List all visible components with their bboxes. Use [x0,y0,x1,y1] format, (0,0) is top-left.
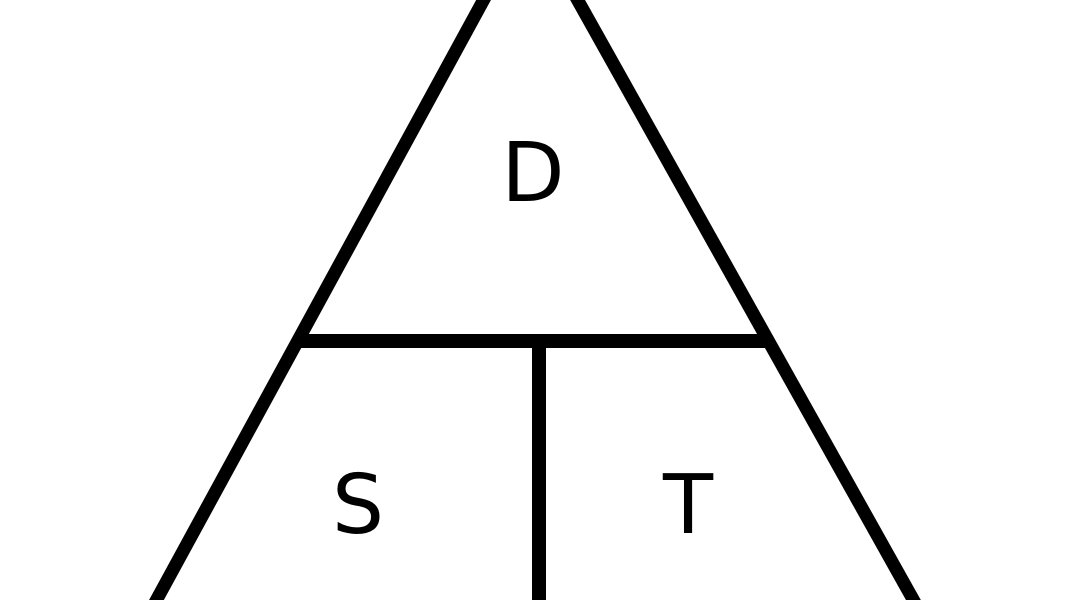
top-label: D [501,126,564,221]
triangle-right-side [570,0,921,600]
bottom-left-label: S [332,458,384,553]
bottom-right-label: T [662,458,714,553]
triangle-left-side [149,0,491,600]
